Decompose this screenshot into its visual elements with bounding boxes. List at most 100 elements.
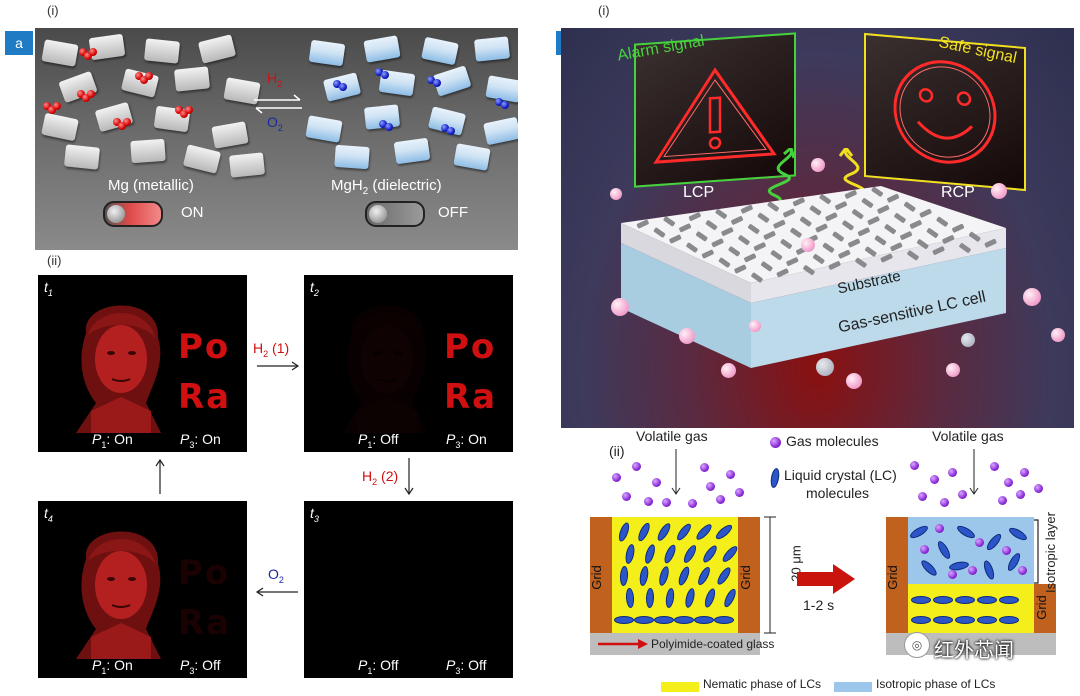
meta-atom <box>740 204 753 214</box>
hydrogen-atom <box>447 127 455 135</box>
p3-status: P3: On <box>446 431 487 450</box>
p1-status: P1: Off <box>358 657 399 676</box>
o2-arrow-label: O2 <box>267 114 283 133</box>
meta-atom <box>942 235 955 244</box>
p1-status: P1: On <box>92 657 133 676</box>
meta-atom <box>838 249 851 259</box>
time-label: t3 <box>310 505 319 524</box>
step-o2-label: O2 <box>268 566 284 585</box>
gas-molecule <box>975 538 984 547</box>
meta-atom <box>747 224 760 234</box>
meta-atom <box>832 231 844 242</box>
hydrogen-atom <box>333 80 341 88</box>
meta-atom <box>907 250 919 261</box>
meta-atom <box>867 216 880 225</box>
gas-molecule <box>622 492 631 501</box>
gas-bubble <box>679 328 695 344</box>
polyimide-label: Polyimide-coated glass <box>651 637 775 651</box>
gas-bubble <box>801 238 815 252</box>
meta-atom <box>890 242 903 252</box>
gas-molecule <box>958 490 967 499</box>
meta-atom <box>790 227 802 238</box>
meta-atom <box>783 208 796 218</box>
gas-bubble <box>991 183 1007 199</box>
wechat-icon: ◎ <box>904 632 930 658</box>
meta-atom <box>959 243 971 253</box>
meta-atom <box>686 242 698 253</box>
meta-atom <box>770 250 783 261</box>
gas-molecule <box>706 482 715 491</box>
hydrogen-atom <box>501 101 509 109</box>
meta-atom <box>842 220 854 231</box>
gas-molecule <box>998 496 1007 505</box>
off-label: OFF <box>438 204 468 221</box>
meta-atom <box>871 186 883 197</box>
gas-molecule <box>700 463 709 472</box>
panel-a-part-i-label: (i) <box>47 3 59 18</box>
lc-molecule <box>977 596 997 604</box>
gas-molecule <box>918 492 927 501</box>
panel-b-part-ii-label: (ii) <box>609 443 625 459</box>
panel-a-tag: a <box>5 31 33 55</box>
meta-atom <box>909 220 922 229</box>
hydrogen-atom <box>433 79 441 87</box>
meta-atom <box>799 216 812 227</box>
meta-atom <box>809 205 822 216</box>
gas-molecule <box>930 475 939 484</box>
hydrogen-atom <box>43 102 51 110</box>
meta-atom <box>695 231 708 242</box>
transition-arrow <box>797 564 855 594</box>
gas-molecule <box>1020 468 1029 477</box>
nematic-lc-region <box>908 584 1034 633</box>
grid-right-wall <box>1034 584 1056 633</box>
gas-molecule <box>735 488 744 497</box>
meta-atom <box>803 265 815 276</box>
ra-text: Ra <box>444 377 498 417</box>
meta-atom <box>884 224 896 235</box>
meta-atom <box>688 212 701 221</box>
hydrogen-atom <box>53 102 61 110</box>
hydrogen-atom <box>118 122 126 130</box>
lc-molecule <box>933 596 953 604</box>
gas-molecule <box>1018 566 1027 575</box>
lc-molecule <box>999 596 1019 604</box>
lc-molecule <box>694 616 714 624</box>
nematic-legend-swatch <box>661 682 699 692</box>
hydrogen-atom <box>381 71 389 79</box>
gas-molecule <box>920 545 929 554</box>
isotropic-legend-swatch <box>834 682 872 692</box>
hydrogen-atom <box>79 48 87 56</box>
meta-atom <box>864 246 877 257</box>
p3-status: P3: Off <box>180 657 221 676</box>
transition-time-label: 1-2 s <box>803 597 835 613</box>
gas-molecule <box>990 462 999 471</box>
gas-molecule <box>948 570 957 579</box>
meta-atom <box>751 272 763 283</box>
safe-screen <box>864 32 1026 192</box>
meta-atom <box>705 220 718 231</box>
isotropic-legend-label: Isotropic phase of LCs <box>876 677 996 691</box>
gas-bubble <box>611 298 629 316</box>
hydrogen-atom <box>339 83 347 91</box>
polyimide-glass <box>590 633 760 655</box>
meta-atom <box>984 238 997 248</box>
polyimide-arrow-icon <box>598 639 648 649</box>
meta-atom <box>780 239 792 249</box>
panel-b-part-i-label: (i) <box>598 3 610 18</box>
time-label: t2 <box>310 279 319 298</box>
gas-bubble <box>816 358 834 376</box>
gas-bubble <box>961 333 975 347</box>
meta-atom <box>721 227 734 236</box>
gas-molecule <box>935 524 944 533</box>
gas-molecule <box>652 478 661 487</box>
meta-atom <box>877 205 890 214</box>
gas-molecules-legend-label: Gas molecules <box>786 433 879 449</box>
lc-molecule <box>911 616 931 624</box>
meta-atom <box>932 246 945 255</box>
meta-atom <box>900 231 913 240</box>
gas-molecule <box>910 461 919 470</box>
